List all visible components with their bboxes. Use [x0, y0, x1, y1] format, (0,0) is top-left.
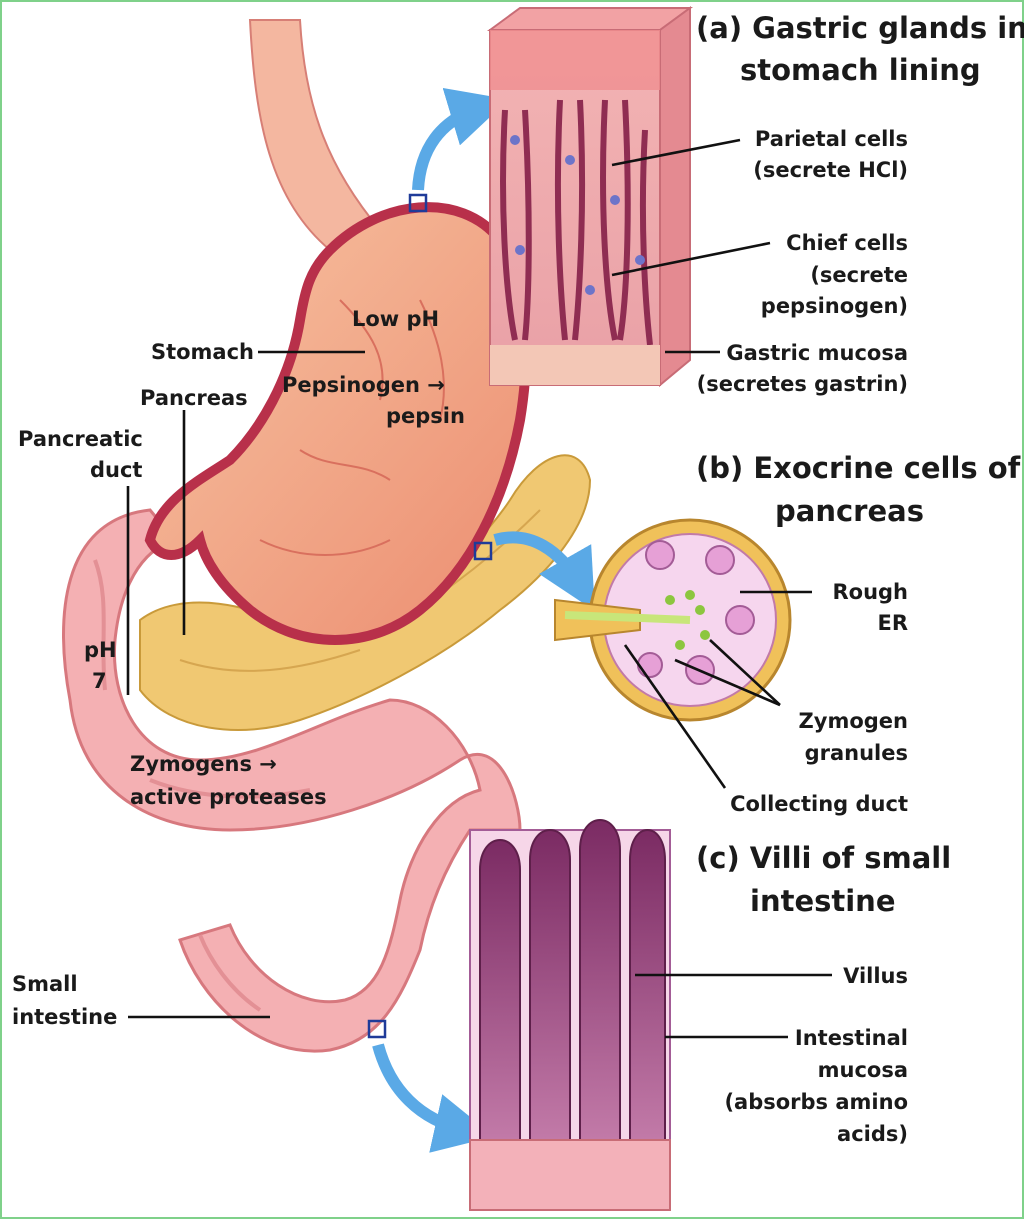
label-pancreatic-duct-2: duct	[90, 458, 142, 482]
label-zymogens-1: Zymogens →	[130, 752, 277, 776]
label-rough-er-2: ER	[877, 611, 908, 635]
label-chief-1: Chief cells	[786, 231, 908, 255]
label-ph-2: 7	[92, 669, 107, 693]
label-zymogens-2: active proteases	[130, 785, 327, 809]
arrow-to-villi	[372, 1043, 495, 1153]
villi-tissue-block	[469, 819, 671, 1211]
chief-leader	[611, 241, 771, 277]
label-pancreas: Pancreas	[140, 386, 248, 410]
title-c-line2: intestine	[750, 884, 896, 918]
pancreatic-acinus	[554, 518, 792, 722]
intestine-magnify-box	[367, 1019, 387, 1039]
title-a-line1: (a) Gastric glands in	[696, 11, 1024, 45]
esophagus	[248, 19, 382, 252]
label-gastric-mucosa-1: Gastric mucosa	[726, 341, 908, 365]
label-pepsinogen-1: Pepsinogen →	[282, 373, 445, 397]
label-gastric-mucosa-2: (secretes gastrin)	[697, 372, 908, 396]
label-pepsinogen-2: pepsin	[386, 404, 465, 428]
label-pancreatic-duct-1: Pancreatic	[18, 427, 143, 451]
stomach-magnify-box	[408, 193, 428, 213]
label-rough-er-1: Rough	[832, 580, 908, 604]
label-intestinal-mucosa-3: (absorbs amino	[724, 1090, 908, 1114]
label-chief-2: (secrete	[810, 263, 908, 287]
small-intestine-illustration	[62, 508, 522, 1053]
label-intestinal-mucosa-2: mucosa	[818, 1058, 908, 1082]
label-stomach: Stomach	[151, 340, 254, 364]
label-low-ph: Low pH	[352, 307, 439, 331]
gastric-gland-tissue-block	[486, 6, 694, 388]
label-small-intestine-1: Small	[12, 972, 78, 996]
label-chief-3: pepsinogen)	[761, 294, 908, 318]
zymogen-leader-1	[709, 639, 781, 706]
arrow-to-exocrine-cells	[493, 531, 595, 612]
label-intestinal-mucosa-4: acids)	[837, 1122, 908, 1146]
label-parietal-1: Parietal cells	[755, 127, 908, 151]
arrow-to-gastric-glands	[412, 87, 509, 191]
title-a-line2: stomach lining	[740, 53, 981, 87]
title-b-line2: pancreas	[775, 494, 924, 528]
label-zymogen-granules-2: granules	[805, 741, 908, 765]
label-villus: Villus	[843, 964, 908, 988]
zymogen-leader-2	[674, 658, 781, 707]
label-zymogen-granules-1: Zymogen	[799, 709, 908, 733]
label-intestinal-mucosa-1: Intestinal	[795, 1026, 908, 1050]
parietal-leader	[611, 138, 741, 167]
label-small-intestine-2: intestine	[12, 1005, 117, 1029]
label-parietal-2: (secrete HCl)	[753, 158, 908, 182]
label-ph-1: pH	[84, 638, 117, 662]
collecting-duct-leader	[623, 644, 727, 789]
label-collecting-duct: Collecting duct	[730, 792, 908, 816]
title-b-line1: (b) Exocrine cells of	[696, 451, 1021, 485]
pancreas-magnify-box	[473, 541, 493, 561]
title-c-line1: (c) Villi of small	[696, 841, 951, 875]
